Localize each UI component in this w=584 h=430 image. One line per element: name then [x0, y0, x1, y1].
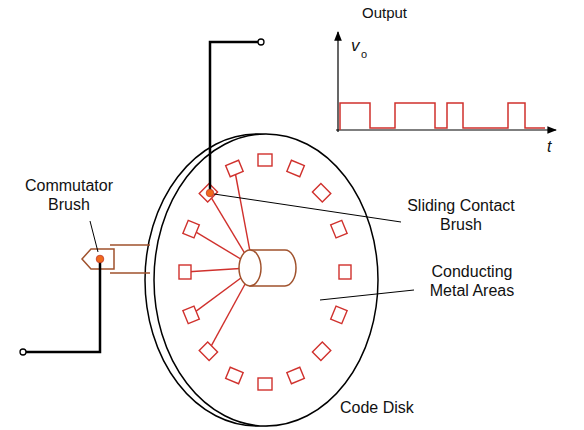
signal-subscript: o	[361, 48, 367, 61]
commutator-brush	[82, 245, 150, 273]
disk-face	[154, 134, 378, 426]
axis-label: t	[547, 137, 551, 156]
leader-lines	[90, 194, 414, 300]
terminal	[20, 349, 26, 355]
signal-name: v	[351, 36, 360, 56]
output-graph	[336, 32, 556, 132]
part-label: Conducting Metal Areas	[414, 262, 530, 300]
terminal	[258, 39, 264, 45]
part-label: Code Disk	[340, 398, 414, 417]
contact-dot	[206, 189, 214, 197]
conducting-pads	[179, 154, 351, 390]
graph-title: Output	[362, 4, 407, 22]
part-label: Sliding Contact Brush	[400, 196, 522, 234]
part-label: Commutator Brush	[18, 176, 120, 214]
contact-dot	[96, 255, 104, 263]
hub-cylinder	[239, 250, 296, 286]
